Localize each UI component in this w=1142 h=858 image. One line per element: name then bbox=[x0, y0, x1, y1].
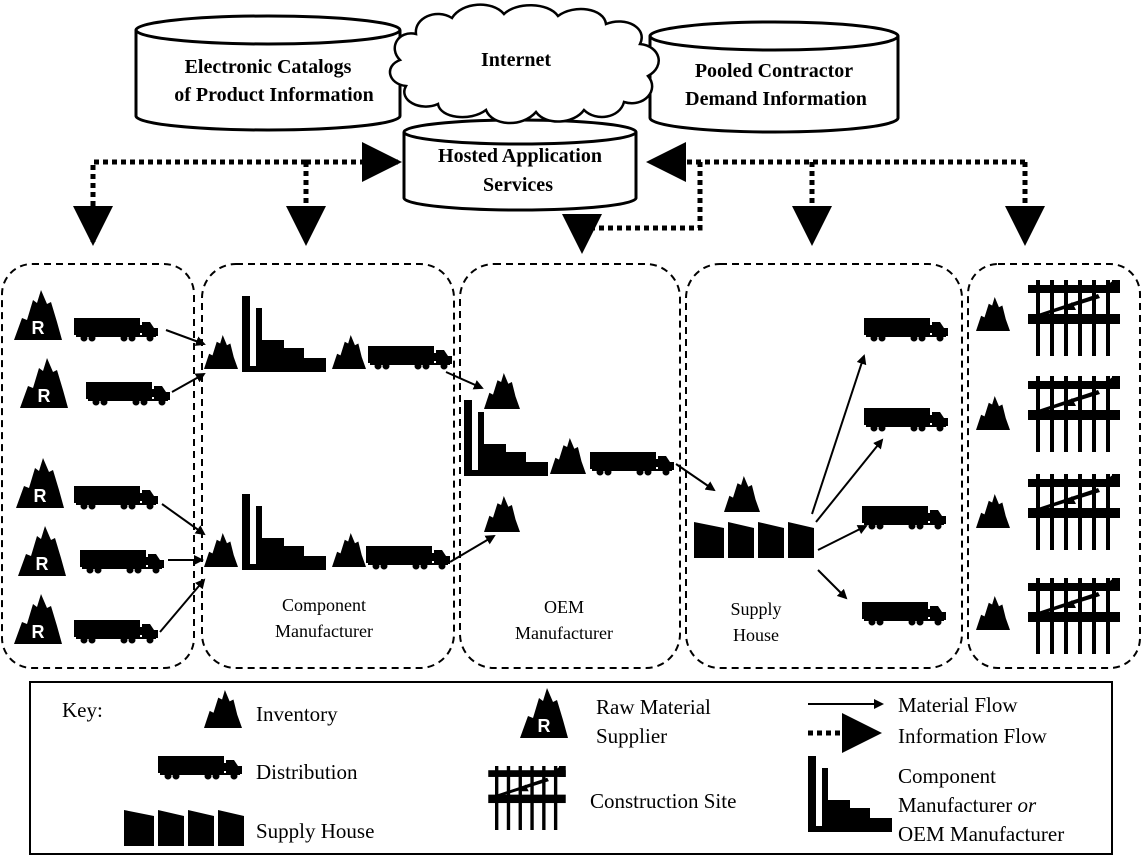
truck-icon bbox=[862, 602, 946, 626]
information-flow-lines bbox=[73, 142, 1045, 254]
inventory-icon bbox=[484, 373, 520, 409]
supply-label-2: House bbox=[733, 625, 779, 645]
internet-cloud: Internet bbox=[388, 3, 660, 125]
key-manufacturer-2a: Manufacturer bbox=[898, 793, 1012, 817]
hosted-label-1: Hosted Application bbox=[438, 145, 602, 167]
key-material-flow: Material Flow bbox=[898, 693, 1018, 717]
pooled-demand-database: Pooled Contractor Demand Information bbox=[648, 20, 900, 134]
inventory-icon bbox=[204, 335, 238, 369]
catalogs-database: Electronic Catalogs of Product Informati… bbox=[134, 14, 402, 132]
construction-site-icon bbox=[1028, 474, 1120, 550]
factory-icon bbox=[464, 400, 548, 476]
factory-icon bbox=[242, 494, 326, 570]
construction-site-icon bbox=[1028, 280, 1120, 356]
pooled-label-1: Pooled Contractor bbox=[695, 60, 853, 82]
construction-site-group bbox=[967, 263, 1141, 669]
truck-icon bbox=[864, 318, 948, 342]
raw-material-supplier-icon bbox=[14, 290, 62, 340]
inventory-icon bbox=[976, 396, 1010, 430]
truck-icon bbox=[86, 382, 170, 406]
inventory-icon bbox=[550, 438, 586, 474]
key-raw-1: Raw Material bbox=[596, 695, 711, 719]
truck-icon bbox=[368, 346, 452, 370]
raw-suppliers bbox=[14, 290, 170, 644]
truck-icon bbox=[862, 506, 946, 530]
key-information-flow: Information Flow bbox=[898, 724, 1048, 748]
key-raw-2: Supplier bbox=[596, 724, 667, 748]
construction-site-icon bbox=[1028, 376, 1120, 452]
key-inventory: Inventory bbox=[256, 702, 338, 726]
truck-icon bbox=[80, 550, 164, 574]
raw-material-supplier-icon bbox=[18, 526, 66, 576]
inventory-icon bbox=[332, 335, 366, 369]
hosted-services-database: Hosted Application Services bbox=[402, 118, 638, 212]
oem-manufacturer: OEM Manufacturer bbox=[464, 373, 674, 643]
key-manufacturer-or: or bbox=[1018, 793, 1038, 817]
catalogs-label-1: Electronic Catalogs bbox=[185, 56, 352, 78]
catalogs-label-2: of Product Information bbox=[174, 84, 374, 106]
truck-icon bbox=[74, 318, 158, 342]
supply-label-1: Supply bbox=[730, 599, 781, 619]
construction-sites bbox=[976, 280, 1120, 654]
truck-icon bbox=[590, 452, 674, 476]
component-manufacturers: Component Manufacturer bbox=[204, 296, 452, 641]
raw-material-supplier-icon bbox=[20, 358, 68, 408]
internet-label: Internet bbox=[481, 49, 551, 71]
supply-house-icon bbox=[694, 522, 814, 558]
inventory-icon bbox=[332, 533, 366, 567]
key-manufacturer-2: Manufacturer or bbox=[898, 793, 1037, 817]
key-supply-house: Supply House bbox=[256, 819, 374, 843]
component-label-1: Component bbox=[282, 595, 366, 615]
oem-label-1: OEM bbox=[544, 597, 584, 617]
legend: Key: Inventory Distribution Supply House… bbox=[29, 681, 1113, 855]
cloud-icon bbox=[388, 3, 660, 125]
raw-supplier-group bbox=[1, 263, 195, 669]
key-manufacturer-3: OEM Manufacturer bbox=[898, 822, 1064, 846]
key-manufacturer-1: Component bbox=[898, 764, 996, 788]
inventory-icon bbox=[484, 496, 520, 532]
pooled-label-2: Demand Information bbox=[685, 88, 867, 110]
truck-icon bbox=[74, 486, 158, 510]
truck-icon bbox=[864, 408, 948, 432]
inventory-icon bbox=[204, 533, 238, 567]
raw-material-supplier-icon bbox=[14, 594, 62, 644]
truck-icon bbox=[74, 620, 158, 644]
key-title: Key: bbox=[62, 698, 103, 722]
construction-site-icon bbox=[1028, 578, 1120, 654]
key-construction-site: Construction Site bbox=[590, 789, 736, 813]
inventory-icon bbox=[976, 297, 1010, 331]
factory-icon bbox=[242, 296, 326, 372]
hosted-label-2: Services bbox=[483, 174, 553, 196]
supply-house: Supply House bbox=[694, 318, 948, 645]
inventory-icon bbox=[976, 596, 1010, 630]
raw-material-supplier-icon bbox=[16, 458, 64, 508]
inventory-icon bbox=[976, 494, 1010, 528]
truck-icon bbox=[366, 546, 450, 570]
oem-label-2: Manufacturer bbox=[515, 623, 613, 643]
material-flow-arrows bbox=[159, 329, 884, 633]
key-distribution: Distribution bbox=[256, 760, 358, 784]
component-label-2: Manufacturer bbox=[275, 621, 373, 641]
inventory-icon bbox=[724, 476, 760, 512]
